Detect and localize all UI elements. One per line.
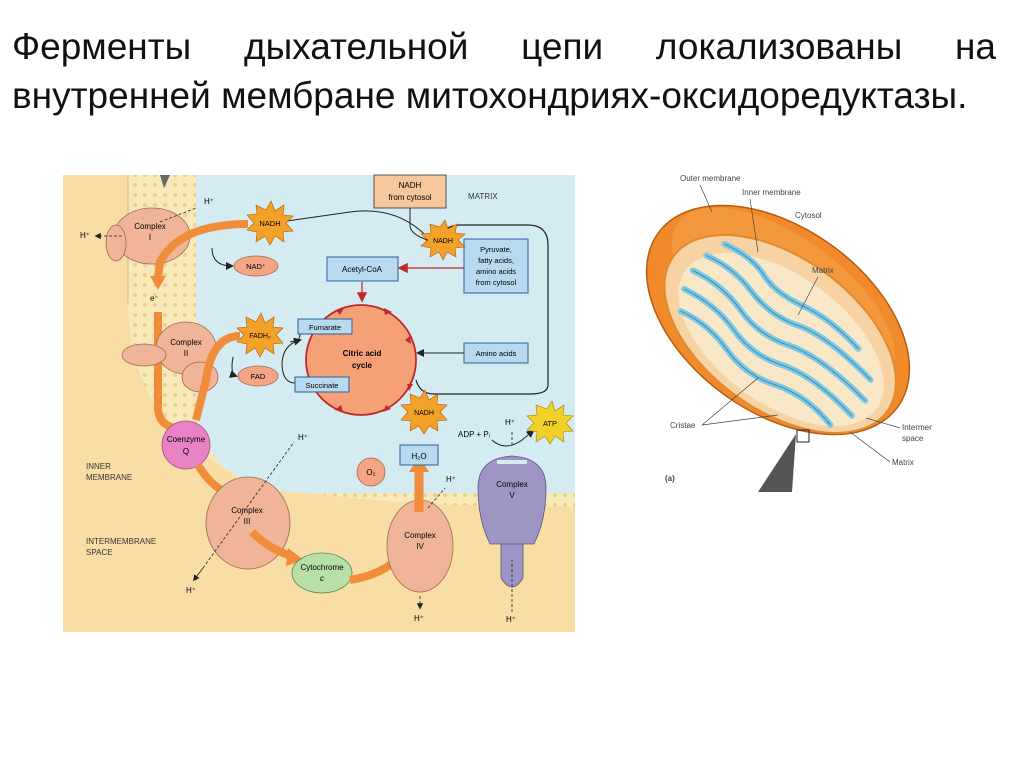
mito-matrix-label-2: Matrix [892,458,914,467]
complex-v-head [477,455,547,545]
mito-cut-indicator [758,434,796,492]
cytochrome-label-2: c [320,574,324,583]
nadh-burst-2 [420,219,466,261]
complex-i-label-1: Complex [134,222,166,231]
pyruvate-label-4: from cytosol [476,278,517,287]
hplus-7: H⁺ [506,615,516,624]
cycle-arrowheads [309,308,413,412]
succinate-arrow [281,337,302,384]
complex-v-label-2: V [509,491,515,500]
hplus-3: H⁺ [298,433,308,442]
nadh-label-2: NADH [433,238,453,245]
nad-label: NAD⁺ [246,262,266,271]
coenzyme-label-1: Coenzyme [167,435,206,444]
mito-intermembrane-label-1: Intermer [902,423,932,432]
adp-to-atp-arrow [491,429,535,447]
adp-label: ADP + Pᵢ [458,430,490,439]
atp-label: ATP [543,419,557,428]
intermembrane-label-1: INTERMEMBRANE [86,537,156,546]
citric-label-1: Citric acid [343,349,382,358]
coenzyme-q [161,420,211,470]
o2-label: O₂ [366,468,375,477]
amino-acids-box [463,342,529,364]
cytochrome-label-1: Cytochrome [300,563,344,572]
pyruvate-label-1: Pyruvate, [480,245,512,254]
h2o-label: H₂O [411,452,426,461]
mito-cytosol-label: Cytosol [795,211,822,220]
complex-iii-label-1: Complex [231,506,263,515]
fumarate-label: Fumarate [309,323,341,332]
mito-intermembrane-label-2: space [902,434,924,443]
fad-label: FAD [251,372,266,381]
flow-arrow-complex-i [154,220,249,279]
mito-panel-label: (a) [665,474,675,483]
nadh-cytosol-label-1: NADH [399,181,422,190]
fadh2-burst [236,312,284,358]
cytochrome-c [291,552,353,594]
hplus-6: H⁺ [446,475,456,484]
succinate-label: Succinate [306,381,339,390]
nad-regen [211,247,234,270]
complex-v-label-1: Complex [496,480,528,489]
nadh-burst-1 [246,200,294,246]
citric-label-2: cycle [352,361,373,370]
cytosol-nadh-arrow [409,208,434,244]
complex-ii-label-1: Complex [170,338,202,347]
complex-ii-label-2: II [184,349,188,358]
acetyl-coa-label: Acetyl-CoA [342,265,383,274]
hplus-8: H⁺ [505,418,515,427]
hplus-5: H⁺ [414,614,424,623]
fad-oval [237,365,279,387]
complex-iv-label-1: Complex [404,531,436,540]
succinate-box [294,376,350,393]
coenzyme-label-2: Q [183,447,189,456]
nadh-cytosol-label-2: from cytosol [388,193,431,202]
complex-iv-label-2: IV [416,542,424,551]
amino-acids-label: Amino acids [476,349,517,358]
outer-loop [415,224,549,395]
h2o-box [399,444,439,466]
atp-burst [526,400,574,445]
fad-regen [229,356,238,378]
inner-membrane-label-2: MEMBRANE [86,473,132,482]
fadh2-label: FADH₂ [249,333,271,340]
slide-title: Ферменты дыхательной цепи локализованы н… [12,26,996,116]
mito-matrix-label: Matrix [812,266,834,275]
nadh-burst-3 [400,389,448,435]
pyruvate-box [463,238,529,294]
complex-i-label-2: I [149,233,151,242]
hplus-1: H⁺ [204,197,214,206]
nadh-cytosol-box [373,174,447,209]
fumarate-box [297,318,353,335]
hplus-2: H⁺ [80,231,90,240]
electron-transport-panel: MATRIX INNER MEMBRANE INTERMEMBRANE SPAC… [63,174,575,632]
nad-oval [233,255,279,277]
matrix-label: MATRIX [468,192,498,201]
electron-label: e⁻ [150,294,159,303]
hplus-4: H⁺ [186,586,196,595]
mito-cristae-label: Cristae [670,421,696,430]
pyruvate-label-3: amino acids [476,267,516,276]
nadh-label-1: NADH [259,219,280,228]
pyruvate-label-2: fatty acids, [478,256,514,265]
flow-arrow-complex-ii [192,332,241,421]
complex-iii-label-2: III [244,517,251,526]
o2-circle [356,457,386,487]
mitochondrion-panel: Outer membrane Inner membrane Cytosol Ma… [645,174,932,492]
mito-outer-membrane-label: Outer membrane [680,174,741,183]
mito-inner-membrane-label: Inner membrane [742,188,801,197]
nadh-label-3: NADH [414,410,434,417]
inner-membrane-label-1: INNER [86,462,111,471]
intermembrane-label-2: SPACE [86,548,113,557]
acetyl-coa-box [326,256,399,282]
